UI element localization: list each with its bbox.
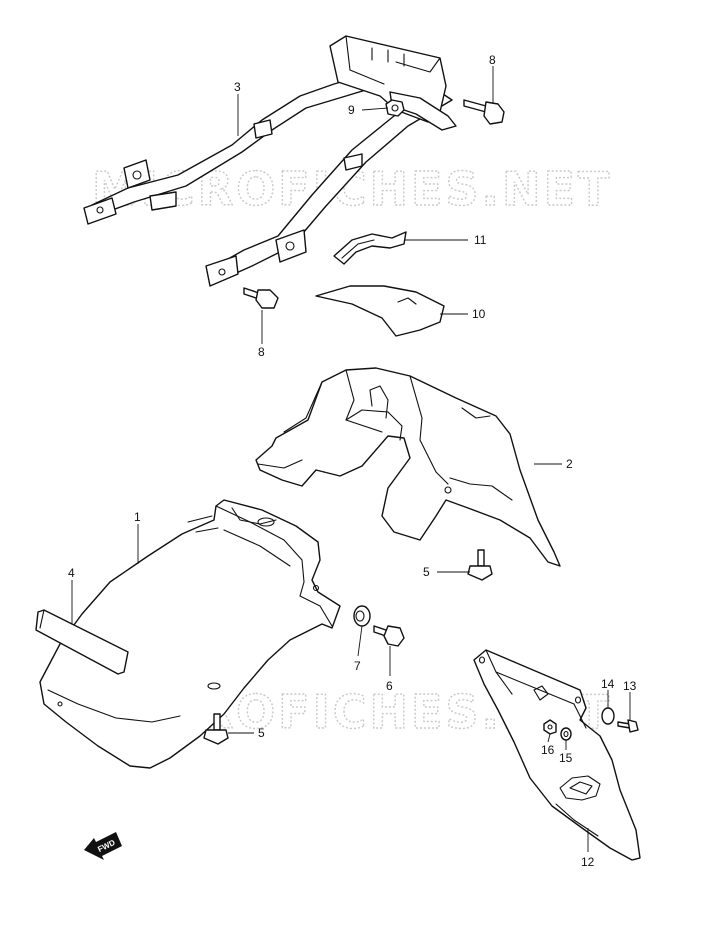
fwd-arrow-icon: FWD: [84, 832, 122, 860]
screw-13: [617, 719, 639, 733]
callout-2: 2: [566, 457, 573, 471]
callout-1: 1: [134, 510, 141, 524]
bolt-8-upper: [463, 99, 505, 125]
license-bracket-12: [473, 649, 641, 861]
callout-6: 6: [386, 679, 393, 693]
callout-3: 3: [234, 80, 241, 94]
reflector-4: [35, 609, 129, 675]
callout-16: 16: [541, 743, 555, 757]
callout-13: 13: [623, 679, 637, 693]
callout-12: 12: [581, 855, 595, 869]
callout-9: 9: [348, 103, 355, 117]
callouts: 3 8 9 8 11 10 2 1 4 5 7 6 5 12 13 14 15 …: [68, 53, 637, 869]
callout-11: 11: [474, 233, 487, 247]
bolt-8-lower: [243, 287, 279, 309]
grommet-7: [353, 605, 371, 627]
callout-10: 10: [472, 307, 486, 321]
strap-11: [333, 231, 407, 265]
seat-rail-frame: [83, 35, 457, 287]
callout-5-lower: 5: [258, 726, 265, 740]
inner-fender-2: [255, 367, 561, 567]
bolt-5-upper: [467, 549, 493, 581]
callout-7: 7: [354, 659, 361, 673]
nut-9: [385, 99, 405, 117]
washer-15: [560, 727, 572, 741]
bolt-6: [373, 625, 405, 647]
callout-14: 14: [601, 677, 615, 691]
callout-15: 15: [559, 751, 573, 765]
nut-16: [543, 719, 557, 735]
callout-8-lower: 8: [258, 345, 265, 359]
pad-10: [315, 285, 445, 337]
callout-8-upper: 8: [489, 53, 496, 67]
leader-lines: [71, 66, 631, 852]
callout-5-upper: 5: [423, 565, 430, 579]
callout-4: 4: [68, 566, 75, 580]
grommet-14: [601, 707, 615, 725]
rear-fender-1: [39, 499, 341, 769]
bolt-5-lower: [203, 713, 229, 745]
